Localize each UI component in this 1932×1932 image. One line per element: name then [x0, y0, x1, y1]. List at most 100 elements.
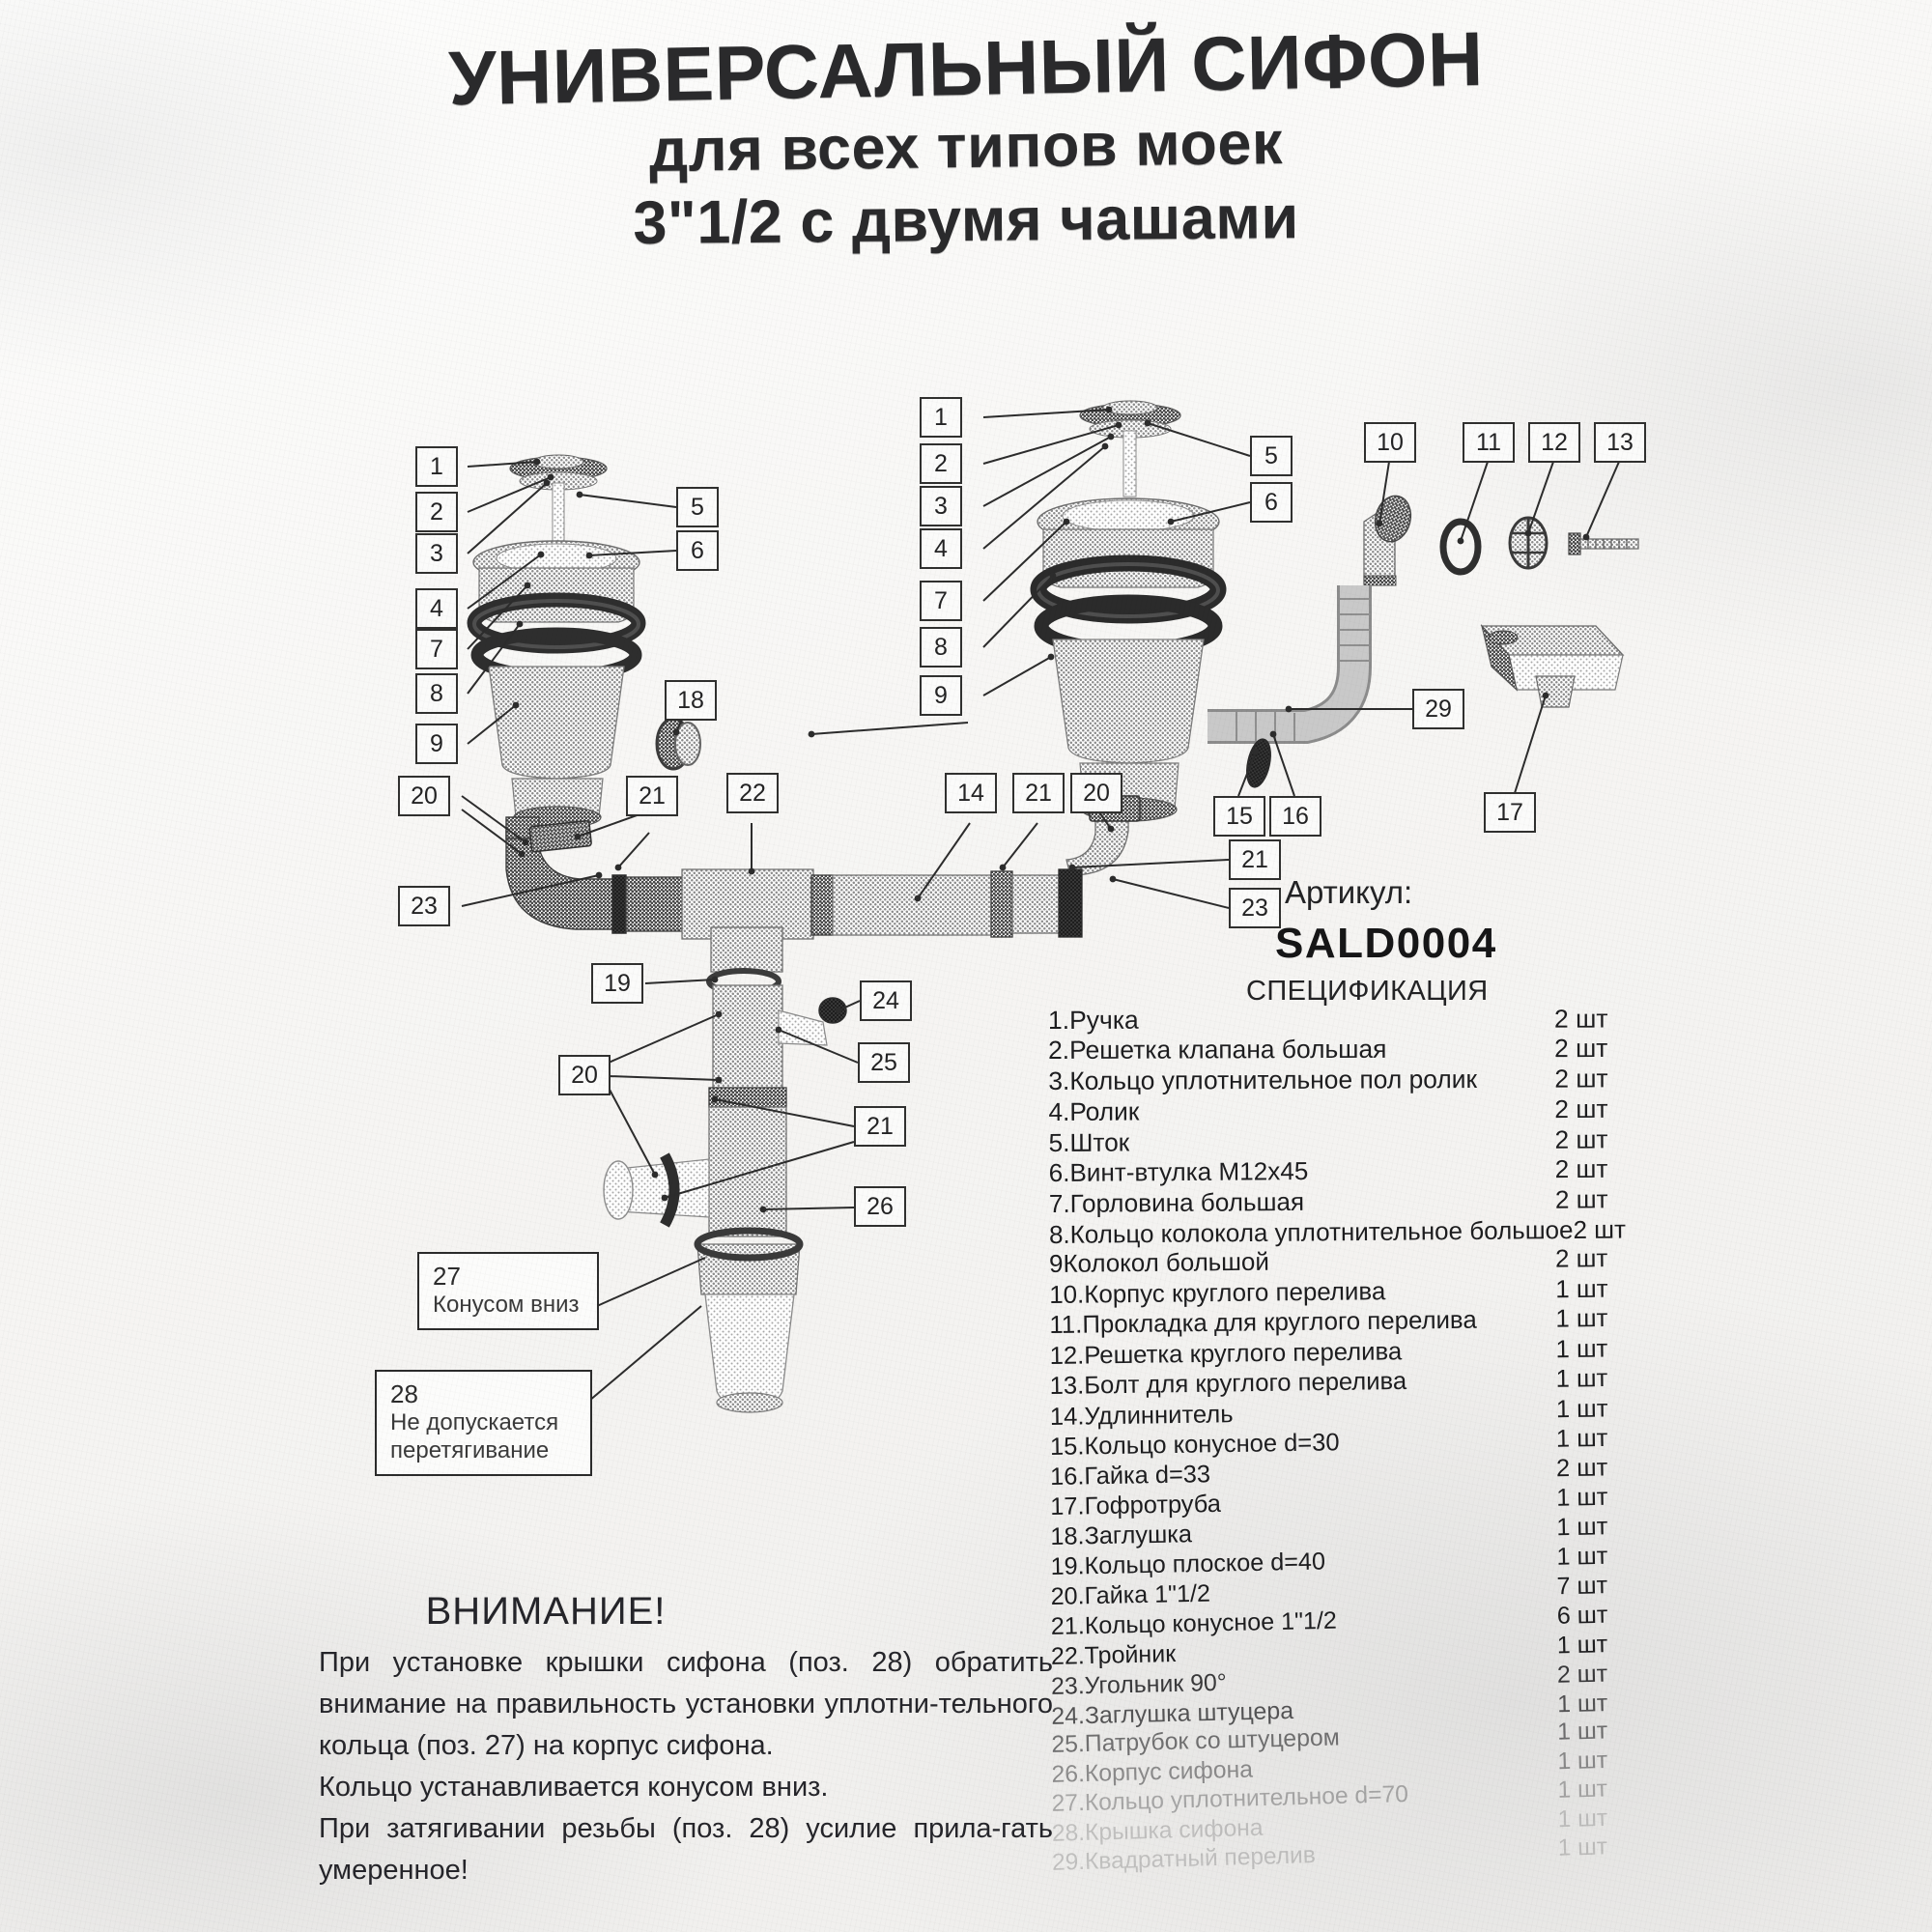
spec-row-number: 20. — [1050, 1582, 1085, 1611]
attention-paragraph-3: При затягивании резьбы (поз. 28) усилие … — [319, 1813, 1053, 1886]
attention-title: ВНИМАНИЕ! — [425, 1590, 667, 1633]
spec-row-qty: 1 шт — [1556, 1542, 1608, 1571]
callout-left-4[interactable]: 4 — [415, 588, 458, 629]
callout-20-left[interactable]: 20 — [398, 776, 450, 816]
callout-26[interactable]: 26 — [854, 1186, 906, 1227]
spec-row-qty: 2 шт — [1554, 1064, 1608, 1094]
callout-20-mid[interactable]: 20 — [1070, 773, 1122, 813]
spec-row-number: 1. — [1047, 1005, 1070, 1035]
spec-row-qty: 2 шт — [1554, 1154, 1608, 1184]
spec-row-number: 13. — [1049, 1372, 1085, 1401]
spec-row-number: 29. — [1051, 1849, 1086, 1877]
spec-row-qty: 1 шт — [1556, 1631, 1608, 1660]
callout-13[interactable]: 13 — [1594, 422, 1646, 463]
callout-17[interactable]: 29 — [1412, 689, 1464, 729]
spec-row-qty: 1 шт — [1556, 1718, 1608, 1746]
callout-22[interactable]: 22 — [726, 773, 779, 813]
spec-row-number: 15. — [1049, 1433, 1085, 1461]
callout-29[interactable]: 17 — [1484, 792, 1536, 833]
spec-row-qty: 2 шт — [1555, 1454, 1608, 1483]
attention-paragraph-1: При установке крышки сифона (поз. 28) об… — [319, 1647, 1053, 1761]
spec-row-qty: 1 шт — [1557, 1833, 1608, 1862]
spec-row-number: 25. — [1051, 1731, 1086, 1759]
callout-23-left[interactable]: 23 — [398, 886, 450, 926]
spec-row: 2. Решетка клапана большая 2 шт — [1048, 1034, 1647, 1066]
spec-row-number: 5. — [1048, 1127, 1070, 1157]
callout-right-9[interactable]: 9 — [920, 675, 962, 716]
callout-right-1[interactable]: 1 — [920, 397, 962, 438]
callout-11[interactable]: 11 — [1463, 422, 1515, 463]
callout-14[interactable]: 14 — [945, 773, 997, 813]
callout-21-lower[interactable]: 21 — [854, 1106, 906, 1147]
spec-row-qty: 1 шт — [1555, 1275, 1608, 1304]
callout-right-4[interactable]: 4 — [920, 528, 962, 569]
note-28-number: 28 — [390, 1379, 418, 1408]
spec-heading: СПЕЦИФИКАЦИЯ — [1246, 976, 1489, 1007]
callout-15[interactable]: 15 — [1213, 796, 1265, 837]
article-code: SALD0004 — [1275, 920, 1497, 967]
spec-row-number: 12. — [1049, 1342, 1085, 1370]
callout-right-3[interactable]: 3 — [920, 486, 962, 526]
spec-row-number: 27. — [1051, 1790, 1086, 1818]
callout-left-7[interactable]: 7 — [415, 629, 458, 669]
callout-left-1[interactable]: 1 — [415, 446, 458, 487]
callout-25[interactable]: 25 — [858, 1042, 910, 1083]
spec-row-qty: 1 шт — [1555, 1483, 1608, 1512]
callout-10[interactable]: 10 — [1364, 422, 1416, 463]
callout-left-5[interactable]: 5 — [676, 487, 719, 527]
spec-row-number: 23. — [1050, 1671, 1086, 1700]
spec-row-qty: 2 шт — [1554, 1033, 1608, 1064]
spec-row-name: Решетка клапана большая — [1069, 1034, 1387, 1065]
callout-19[interactable]: 19 — [591, 963, 643, 1004]
callout-21-mid2[interactable]: 21 — [1229, 839, 1281, 880]
spec-row-qty: 1 шт — [1557, 1804, 1608, 1833]
spec-row-number: 19. — [1050, 1552, 1085, 1581]
callout-left-8[interactable]: 8 — [415, 673, 458, 714]
callout-left-3[interactable]: 3 — [415, 533, 458, 574]
callout-right-7[interactable]: 7 — [920, 581, 962, 621]
callout-21-mid[interactable]: 21 — [1012, 773, 1065, 813]
spec-row-number: 26. — [1051, 1760, 1086, 1788]
callout-12[interactable]: 12 — [1528, 422, 1580, 463]
spec-row-number: 22. — [1050, 1642, 1086, 1670]
callout-18[interactable]: 18 — [665, 680, 717, 721]
callout-16[interactable]: 16 — [1269, 796, 1321, 837]
callout-right-8[interactable]: 8 — [920, 627, 962, 668]
spec-row-qty: 2 шт — [1573, 1214, 1627, 1244]
callout-right-6[interactable]: 6 — [1250, 482, 1293, 523]
callout-left-9[interactable]: 9 — [415, 724, 458, 764]
spec-row-qty: 1 шт — [1556, 1689, 1608, 1718]
note-27-text: Конусом вниз — [433, 1292, 580, 1318]
callout-24[interactable]: 24 — [860, 980, 912, 1021]
callout-left-6[interactable]: 6 — [676, 530, 719, 571]
callout-left-2[interactable]: 2 — [415, 492, 458, 532]
callout-right-5[interactable]: 5 — [1250, 436, 1293, 476]
spec-row-number: 17. — [1050, 1492, 1085, 1521]
callout-21-left[interactable]: 21 — [626, 776, 678, 816]
spec-row-qty: 2 шт — [1554, 1094, 1608, 1123]
spec-row-number: 2. — [1048, 1035, 1070, 1065]
spec-row-qty: 2 шт — [1554, 1123, 1608, 1154]
note-28-line-2: перетягивание — [390, 1437, 550, 1463]
spec-row-number: 24. — [1050, 1701, 1086, 1730]
spec-row-qty: 2 шт — [1554, 1245, 1608, 1274]
callout-right-2[interactable]: 2 — [920, 443, 962, 484]
callout-23-right[interactable]: 23 — [1229, 888, 1281, 928]
spec-row-number: 14. — [1049, 1402, 1085, 1431]
spec-row-qty: 2 шт — [1556, 1660, 1608, 1689]
spec-row-qty: 1 шт — [1555, 1335, 1608, 1364]
spec-row-number: 3. — [1048, 1065, 1070, 1095]
callout-20-lower[interactable]: 20 — [558, 1055, 611, 1095]
spec-row-number: 11. — [1049, 1311, 1083, 1340]
spec-row-number: 18. — [1050, 1522, 1085, 1551]
spec-row-number: 28. — [1051, 1819, 1086, 1847]
spec-row-qty: 1 шт — [1557, 1776, 1608, 1804]
spec-row-name: Горловина большая — [1069, 1186, 1305, 1218]
spec-row-qty: 1 шт — [1555, 1305, 1608, 1334]
spec-row-name: Ролик — [1069, 1096, 1140, 1126]
